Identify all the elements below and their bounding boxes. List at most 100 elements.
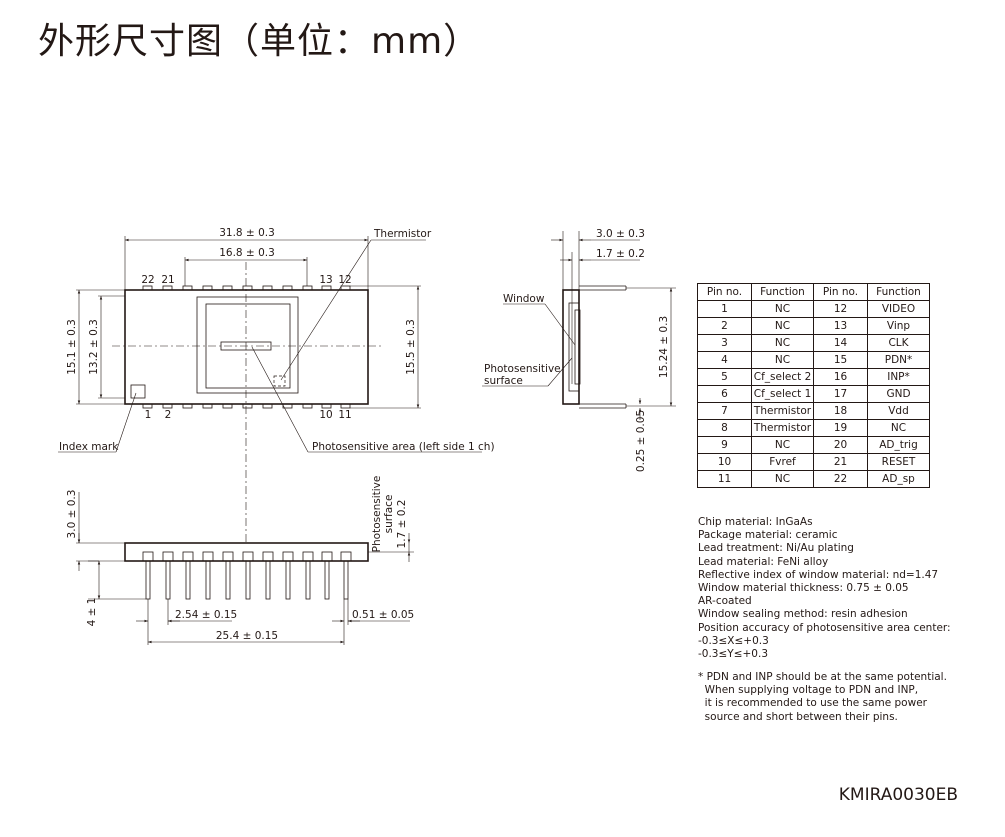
thermistor-mark (273, 375, 286, 387)
table-cell: Thermistor (751, 419, 814, 437)
pin-label: 21 (161, 274, 174, 286)
index-mark (130, 384, 146, 399)
front-lead-length-dim: 4 ± 1 (86, 598, 98, 627)
front-surface-label-2: surface (383, 495, 395, 534)
table-cell: 22 (813, 470, 868, 488)
table-cell: 14 (813, 334, 868, 352)
table-cell: 21 (813, 453, 868, 471)
pin-label: 10 (319, 409, 332, 421)
table-cell: Vinp (867, 317, 930, 335)
side-window-depth-dim: 1.7 ± 0.2 (596, 248, 645, 260)
table-cell: 13 (813, 317, 868, 335)
table-cell: 18 (813, 402, 868, 420)
note-line: Lead material: FeNi alloy (698, 555, 829, 568)
table-header: Function (751, 283, 814, 301)
front-lead-width-dim: 0.51 ± 0.05 (352, 609, 414, 621)
footnote-line: source and short between their pins. (698, 710, 898, 723)
table-cell: Cf_select 2 (751, 368, 814, 386)
table-cell: 20 (813, 436, 868, 454)
table-cell: NC (751, 470, 814, 488)
side-surface-label-2: surface (484, 375, 523, 387)
top-pin-span-dim: 16.8 ± 0.3 (219, 247, 275, 259)
table-header: Pin no. (697, 283, 752, 301)
table-cell: 19 (813, 419, 868, 437)
note-line: -0.3≤Y≤+0.3 (698, 648, 768, 661)
footnote: * PDN and INP should be at the same pote… (698, 671, 947, 724)
table-cell: 15 (813, 351, 868, 369)
table-cell: NC (751, 300, 814, 318)
top-height-outer-dim: 15.1 ± 0.3 (66, 319, 78, 375)
table-cell: NC (751, 334, 814, 352)
package-body (124, 289, 369, 405)
pin-label: 12 (338, 274, 351, 286)
table-cell: GND (867, 385, 930, 403)
top-view: 31.8 ± 0.3 16.8 ± 0.3 Thermistor 22 21 1… (58, 227, 495, 560)
front-height-dim: 3.0 ± 0.3 (66, 490, 78, 539)
thermistor-label: Thermistor (373, 228, 432, 240)
note-line: AR-coated (698, 595, 752, 608)
front-view: 3.0 ± 0.3 4 ± 1 Photosensitive surface 1… (66, 476, 414, 645)
table-cell: VIDEO (867, 300, 930, 318)
table-cell: NC (867, 419, 930, 437)
page-title: 外形尺寸图（单位：mm） (38, 21, 481, 62)
table-cell: AD_trig (867, 436, 930, 454)
note-line: Position accuracy of photosensitive area… (698, 621, 951, 634)
table-cell: Cf_select 1 (751, 385, 814, 403)
side-view: 3.0 ± 0.3 1.7 ± 0.2 Window Photosensitiv… (482, 228, 676, 472)
table-cell: 2 (697, 317, 752, 335)
footnote-line: * PDN and INP should be at the same pote… (698, 671, 947, 683)
pin-label: 13 (319, 274, 332, 286)
table-cell: 3 (697, 334, 752, 352)
table-cell: 11 (697, 470, 752, 488)
footnote-line: When supplying voltage to PDN and INP, (698, 684, 919, 697)
side-lead-dim: 0.25 ± 0.05 (635, 410, 647, 472)
table-cell: 10 (697, 453, 752, 471)
table-cell: PDN* (867, 351, 930, 369)
table-header: Pin no. (813, 283, 868, 301)
table-cell: NC (751, 436, 814, 454)
side-window (574, 309, 581, 385)
side-height-dim: 15.24 ± 0.3 (658, 316, 670, 378)
front-span-dim: 25.4 ± 0.15 (216, 630, 278, 642)
table-cell: 8 (697, 419, 752, 437)
table-cell: NC (751, 317, 814, 335)
table-cell: 17 (813, 385, 868, 403)
side-window-label: Window (503, 293, 545, 305)
table-cell: 5 (697, 368, 752, 386)
table-cell: Vdd (867, 402, 930, 420)
note-line: Reflective index of window material: nd=… (698, 568, 939, 581)
note-line: -0.3≤X≤+0.3 (698, 634, 769, 647)
pin-label: 22 (141, 274, 154, 286)
note-line: Package material: ceramic (698, 529, 838, 542)
table-header-row: Pin no. Function Pin no. Function (697, 283, 930, 301)
side-surface-label-1: Photosensitive (484, 363, 561, 375)
pin-label: 1 (145, 409, 152, 421)
table-cell: 12 (813, 300, 868, 318)
footnote-line: it is recommended to use the same power (698, 697, 927, 710)
table-cell: 7 (697, 402, 752, 420)
front-surface-dim: 1.7 ± 0.2 (396, 500, 408, 549)
side-body (562, 289, 580, 405)
table-header: Function (867, 283, 930, 301)
top-height-right-dim: 15.5 ± 0.3 (405, 319, 417, 375)
note-line: Window material thickness: 0.75 ± 0.05 (698, 582, 909, 595)
table-cell: 1 (697, 300, 752, 318)
front-surface-label-1: Photosensitive (371, 476, 383, 553)
drawing-code: KMIRA0030EB (838, 785, 958, 805)
table-cell: Fvref (751, 453, 814, 471)
table-cell: 6 (697, 385, 752, 403)
pin-label: 11 (338, 409, 351, 421)
table-cell: RESET (867, 453, 930, 471)
note-line: Lead treatment: Ni/Au plating (698, 542, 854, 555)
table-cell: 4 (697, 351, 752, 369)
front-pitch-dim: 2.54 ± 0.15 (175, 609, 237, 621)
